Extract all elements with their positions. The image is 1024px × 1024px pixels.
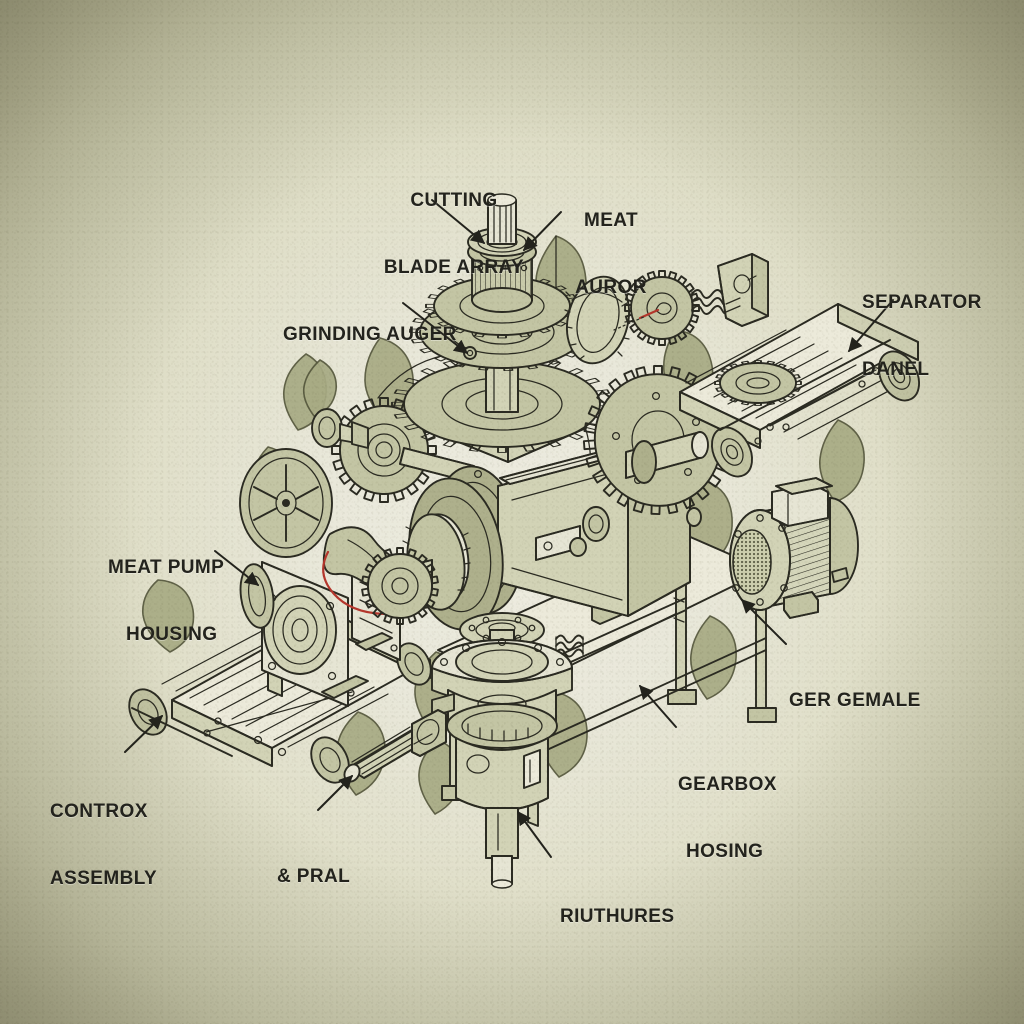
- label-line: BLADE ARRAY: [383, 257, 525, 279]
- label-line: GEARBOX: [678, 774, 777, 796]
- label-line: AUROR: [575, 277, 647, 299]
- label-and-pral: & PRAL: [277, 822, 350, 933]
- label-line: & PRAL: [277, 866, 351, 888]
- splined-shaft: [343, 709, 447, 783]
- label-riuthures: RIUTHURES: [560, 862, 674, 973]
- label-cutting-blade-array: CUTTING BLADE ARRAY: [374, 146, 534, 324]
- label-line: MEAT: [583, 210, 639, 232]
- label-line: CONTROX: [50, 801, 148, 823]
- label-meat-auror: MEAT AUROR: [556, 166, 666, 344]
- loose-gears-right: [555, 253, 769, 658]
- label-separator-danel: SEPARATOR DANEL: [862, 248, 982, 426]
- label-line: SEPARATOR: [862, 292, 982, 314]
- gearbox-housing: [431, 612, 573, 889]
- spur-gear-right-small: [613, 270, 700, 346]
- collar-small: [311, 408, 369, 449]
- separator-panel: [679, 303, 920, 478]
- sleeve-ring: [564, 275, 631, 365]
- label-grinding-auger: GRINDING AUGER: [283, 280, 457, 391]
- label-meat-pump-housing: MEAT PUMP HOUSING: [108, 513, 224, 691]
- label-line: ASSEMBLY: [50, 868, 158, 890]
- hand-wheel: [239, 448, 333, 558]
- label-ger-gemale: GER GEMALE: [789, 646, 921, 757]
- label-line: MEAT PUMP: [108, 557, 225, 579]
- label-gearbox-hosing: GEARBOX HOSING: [678, 730, 777, 908]
- cutting-blade-array: [425, 193, 579, 360]
- label-line: CUTTING: [410, 190, 498, 212]
- label-line: HOUSING: [126, 624, 218, 646]
- label-line: GER GEMALE: [789, 690, 921, 712]
- label-line: GRINDING AUGER: [283, 324, 457, 346]
- bracket-block: [717, 253, 769, 327]
- drive-motor: [729, 477, 859, 619]
- label-line: DANEL: [862, 359, 930, 381]
- label-line: RIUTHURES: [560, 906, 675, 928]
- label-controx-assembly: CONTROX ASSEMBLY: [50, 757, 157, 935]
- label-line: HOSING: [686, 841, 764, 863]
- leader-lines: [124, 199, 894, 858]
